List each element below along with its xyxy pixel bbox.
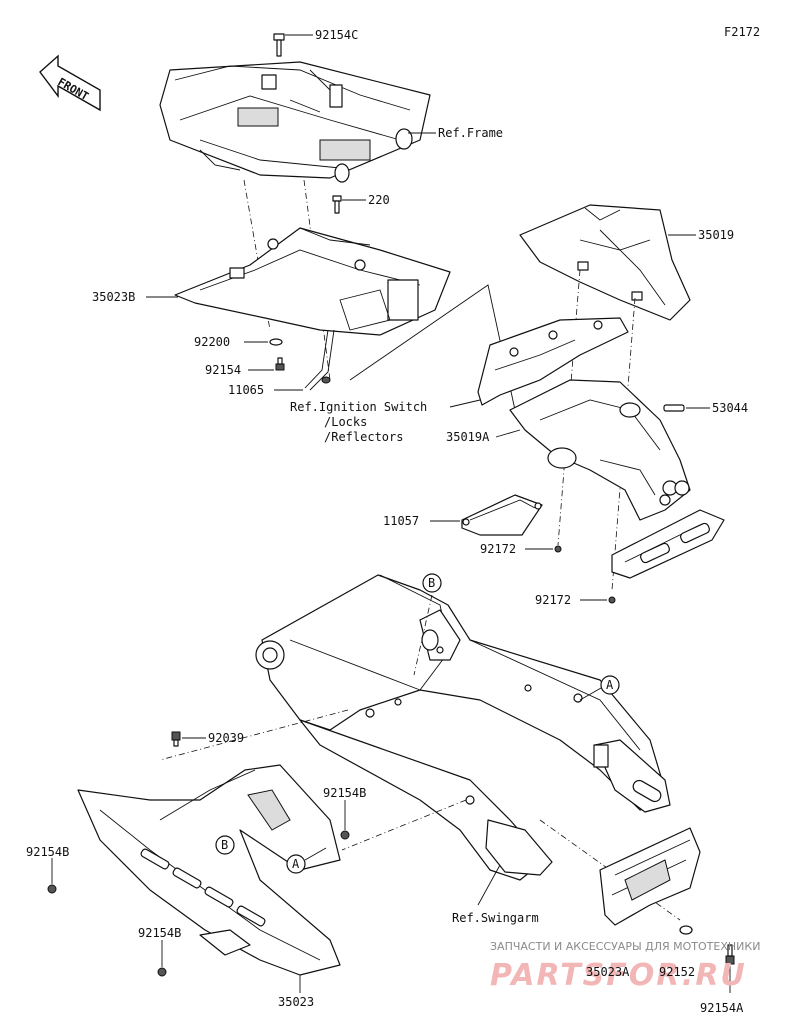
callout-b-top: B: [428, 576, 435, 590]
label-92152: 92152: [659, 965, 695, 979]
bolt-92154c-icon: [273, 33, 285, 57]
label-92154b-right: 92154B: [323, 786, 366, 800]
label-35019: 35019: [698, 228, 734, 242]
chain-guard-35023: [77, 764, 341, 976]
label-35023b: 35023B: [92, 290, 135, 304]
label-92154: 92154: [205, 363, 241, 377]
label-92172-b: 92172: [535, 593, 571, 607]
bolt-92154a-icon: [725, 944, 735, 965]
washer-92200-icon: [269, 338, 283, 346]
callout-a-guard: A: [292, 857, 300, 871]
label-220: 220: [368, 193, 390, 207]
bolt-92039-icon: [171, 731, 181, 747]
label-ref-ignition: Ref.Ignition Switch: [290, 400, 427, 414]
label-11057: 11057: [383, 514, 419, 528]
label-92172-a: 92172: [480, 542, 516, 556]
bolt-92154b-bottom-icon: [157, 967, 167, 977]
label-35019a: 35019A: [446, 430, 490, 444]
label-92039: 92039: [208, 731, 244, 745]
watermark-line1: ЗАПЧАСТИ И АКСЕССУАРЫ ДЛЯ МОТОТЕХНИКИ: [490, 940, 760, 953]
tray-35023b: [174, 227, 451, 336]
pin-53044-icon: [663, 404, 685, 412]
figure-code: F2172: [724, 25, 760, 39]
cover-35019: [519, 204, 691, 321]
label-92154b-bottom: 92154B: [138, 926, 181, 940]
nut-92172-b-icon: [608, 596, 616, 604]
washer-92152-icon: [679, 925, 693, 935]
label-35023a: 35023A: [586, 965, 630, 979]
bracket-35019a: [509, 379, 691, 521]
watermark-line2: PARTSFOR.RU: [490, 958, 747, 993]
bolt-92154b-right-icon: [340, 830, 350, 840]
label-92154a: 92154A: [700, 1001, 744, 1015]
cover-35023a: [599, 827, 701, 926]
front-arrow-icon: FRONT: [39, 54, 101, 112]
bolt-92154-icon: [275, 357, 285, 371]
bolt-220-icon: [332, 195, 342, 214]
callout-b-guard: B: [221, 838, 228, 852]
plate-11057: [461, 494, 543, 536]
reflector-plate: [611, 509, 725, 579]
cable-11065: [304, 329, 335, 391]
label-92154b-left: 92154B: [26, 845, 69, 859]
frame-assembly: [159, 61, 431, 183]
swingarm: [255, 574, 671, 881]
label-92200: 92200: [194, 335, 230, 349]
label-reflectors: /Reflectors: [324, 430, 403, 444]
label-ref-swingarm: Ref.Swingarm: [452, 911, 539, 925]
nut-92172-a-icon: [554, 545, 562, 553]
label-35023: 35023: [278, 995, 314, 1009]
label-53044: 53044: [712, 401, 748, 415]
callout-a-swingarm: A: [606, 678, 614, 692]
label-locks: /Locks: [324, 415, 367, 429]
label-92154c: 92154C: [315, 28, 358, 42]
label-11065: 11065: [228, 383, 264, 397]
label-ref-frame: Ref.Frame: [438, 126, 503, 140]
bracket-35019a-upper: [477, 317, 629, 406]
bolt-92154b-left-icon: [47, 884, 57, 894]
